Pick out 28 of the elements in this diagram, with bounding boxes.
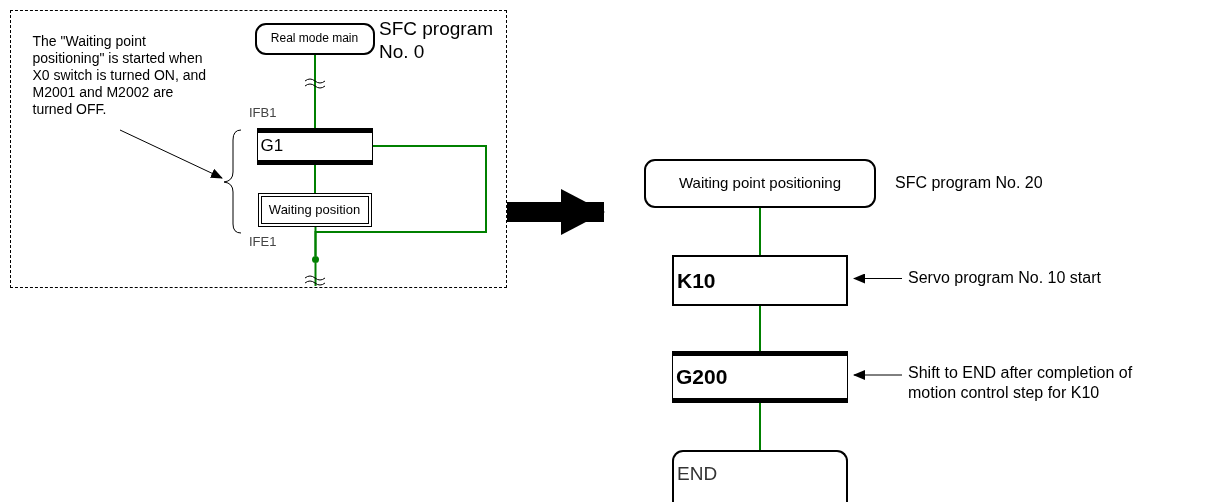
transition-box: G1	[256, 127, 373, 165]
connector-line	[759, 402, 761, 451]
note-text: The "Waiting point positioning" is started when X0 switch is turned ON, and M2001 and M2002 are turned OFF.	[32, 27, 209, 124]
annotation-text: Servo program No. 10 start	[908, 268, 1108, 288]
step-box: Waiting position	[257, 192, 372, 227]
connector-line	[314, 226, 317, 257]
junction-dot	[311, 255, 319, 263]
program-label: SFC program No. 20	[895, 173, 1044, 193]
step-box: Waiting point positioning	[644, 159, 876, 208]
arrow	[853, 370, 903, 380]
block-label: IFE1	[249, 234, 277, 250]
brace	[221, 127, 242, 235]
transition-box: G200	[672, 351, 848, 403]
end-step-box: END	[672, 450, 848, 502]
block-label: IFB1	[249, 105, 277, 121]
annotation-text: Shift to END after completion of motion control step for K10	[908, 362, 1178, 404]
connector-line	[314, 262, 317, 287]
connector-line	[314, 164, 316, 194]
connector-line	[759, 207, 761, 256]
connector-line	[314, 54, 316, 129]
step-box: Real mode main	[254, 22, 375, 55]
leader-line	[119, 129, 223, 179]
arrow	[853, 273, 903, 284]
step-box: K10	[672, 255, 848, 306]
connector-line	[759, 305, 761, 352]
block-arrow	[507, 189, 605, 235]
dashed-region	[10, 10, 507, 288]
program-label: SFC program No. 0	[379, 18, 495, 64]
